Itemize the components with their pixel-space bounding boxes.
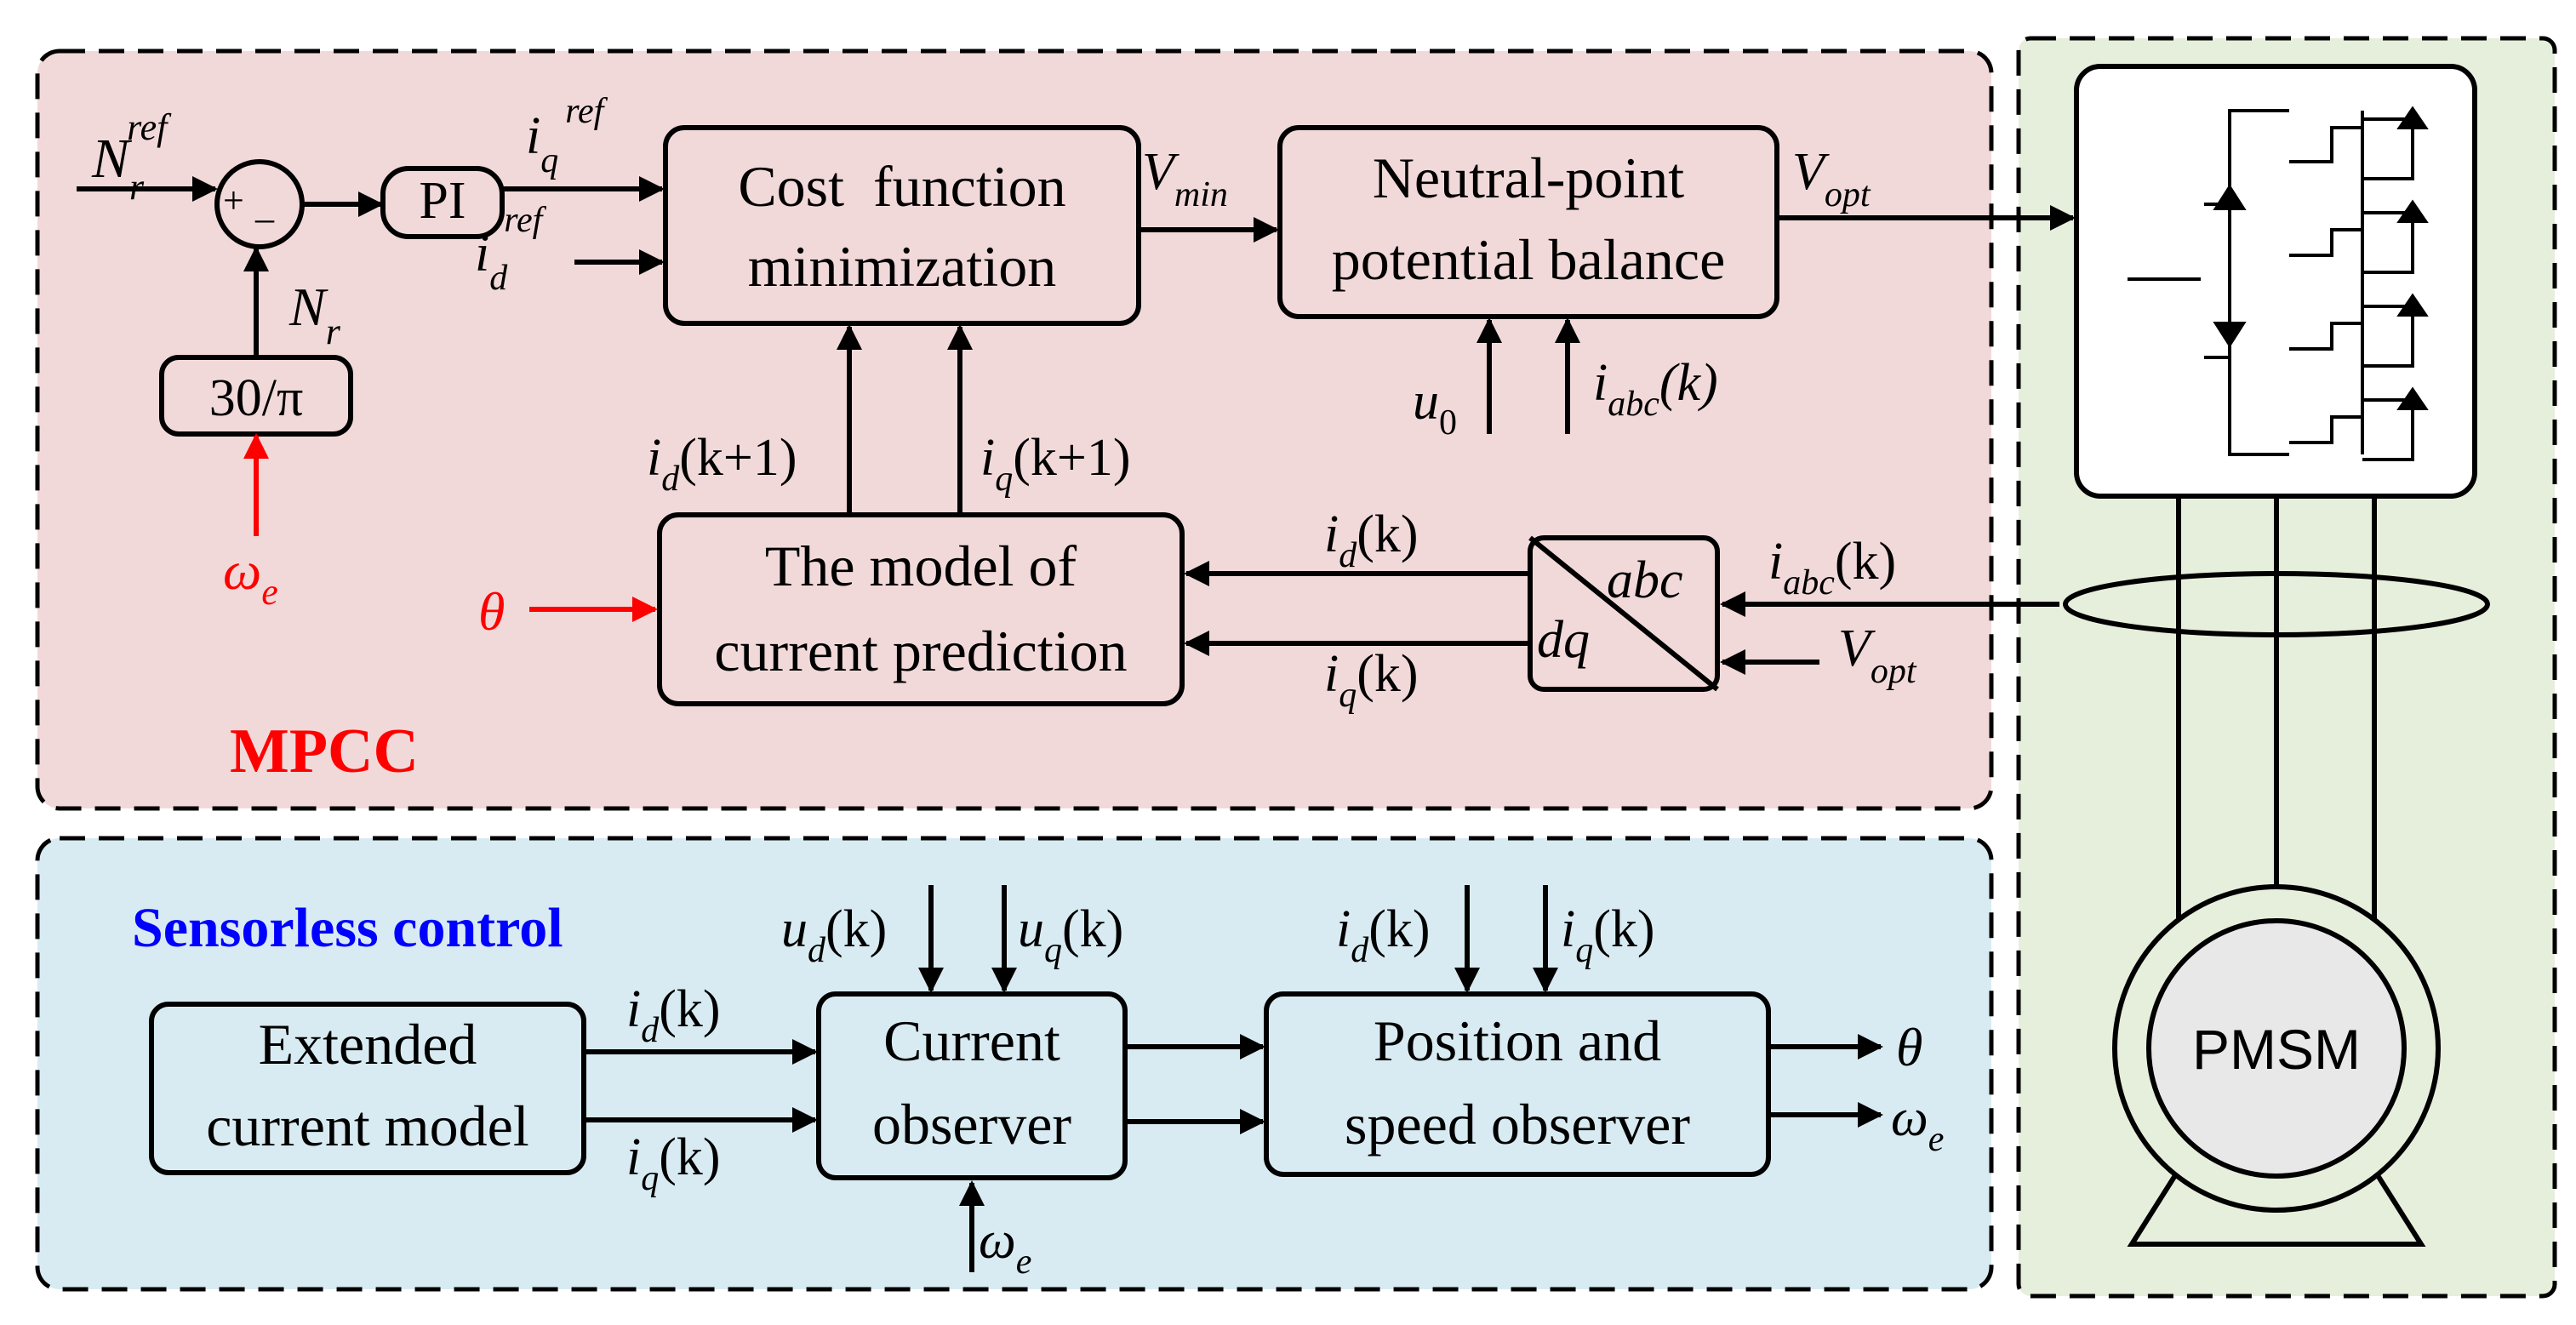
omega-observer-label: ωe <box>979 1212 1031 1282</box>
ud-label: ud(k) <box>781 900 887 970</box>
neutral-point-line1: Neutral-point <box>1373 146 1684 210</box>
omega-output-label: ωe <box>1891 1089 1944 1159</box>
gain-label: 30/π <box>209 369 304 427</box>
iq-pso-label: iq(k) <box>1561 900 1655 970</box>
inverter-block <box>2074 64 2477 499</box>
summing-junction: + _ <box>214 159 305 249</box>
pmsm-motor: PMSM <box>2112 884 2441 1247</box>
transform-diagonal <box>1528 535 1719 692</box>
theta-output-label: θ <box>1896 1017 1922 1077</box>
speed-ref-label: Nrref <box>91 106 172 208</box>
mpcc-title: MPCC <box>230 717 419 786</box>
current-sensor-ring <box>2063 571 2490 637</box>
id-k-feedback-label: id(k) <box>1324 505 1419 575</box>
iq-ref-label: iqref <box>526 92 608 180</box>
transform-dq-label: dq <box>1537 611 1590 669</box>
position-speed-observer-block <box>1264 991 1771 1177</box>
prediction-model-line2: current prediction <box>714 619 1127 683</box>
vopt-feedback-label: Vopt <box>1838 620 1917 691</box>
current-observer-line1: Current <box>883 1008 1060 1073</box>
motor-connections <box>2176 496 2377 953</box>
inverter-symbol <box>2128 106 2429 461</box>
id-ref-label: idref <box>475 201 547 298</box>
pi-block <box>380 166 505 239</box>
iq-ext-label: iq(k) <box>626 1128 721 1198</box>
extended-model-line1: Extended <box>259 1012 477 1077</box>
vmin-label: Vmin <box>1142 143 1228 214</box>
cost-function-block <box>663 125 1141 326</box>
prediction-model-block <box>657 512 1185 706</box>
current-observer-line2: observer <box>872 1092 1071 1157</box>
cost-function-line1: Cost function <box>738 154 1065 219</box>
transform-abc-label: abc <box>1607 551 1683 609</box>
mpcc-region <box>35 49 1994 811</box>
id-pso-label: id(k) <box>1336 900 1431 970</box>
speed-feedback-label: Nr <box>288 277 341 352</box>
cost-function-line2: minimization <box>748 234 1057 299</box>
id-ext-label: id(k) <box>626 980 721 1050</box>
neutral-point-block <box>1277 125 1779 319</box>
summer-plus-sign: + <box>223 180 244 221</box>
extended-model-line2: current model <box>206 1094 529 1158</box>
abc-dq-transform-block <box>1528 535 1720 692</box>
vopt-output-label: Vopt <box>1792 143 1871 214</box>
prediction-model-line1: The model of <box>765 534 1077 598</box>
uq-label: uq(k) <box>1018 900 1123 970</box>
summer-minus-sign: _ <box>254 185 275 226</box>
iabc-sensor-label: iabc(k) <box>1768 533 1896 603</box>
current-observer-block <box>816 991 1128 1180</box>
pi-label: PI <box>419 172 466 230</box>
theta-input-label: θ <box>478 581 505 642</box>
iabc-npb-label: iabc(k) <box>1593 354 1718 424</box>
iq-k-feedback-label: iq(k) <box>1324 645 1419 715</box>
extended-current-model-block <box>149 1002 586 1175</box>
iq-pred-label: iq(k+1) <box>980 429 1131 499</box>
id-pred-label: id(k+1) <box>647 429 797 499</box>
pso-line1: Position and <box>1374 1008 1661 1073</box>
pmsm-label: PMSM <box>2192 1018 2361 1081</box>
sensorless-title: Sensorless control <box>132 897 563 959</box>
u0-label: u0 <box>1413 373 1457 443</box>
omega-input-label: ωe <box>223 540 278 613</box>
neutral-point-line2: potential balance <box>1332 227 1726 292</box>
pso-line2: speed observer <box>1345 1092 1690 1157</box>
